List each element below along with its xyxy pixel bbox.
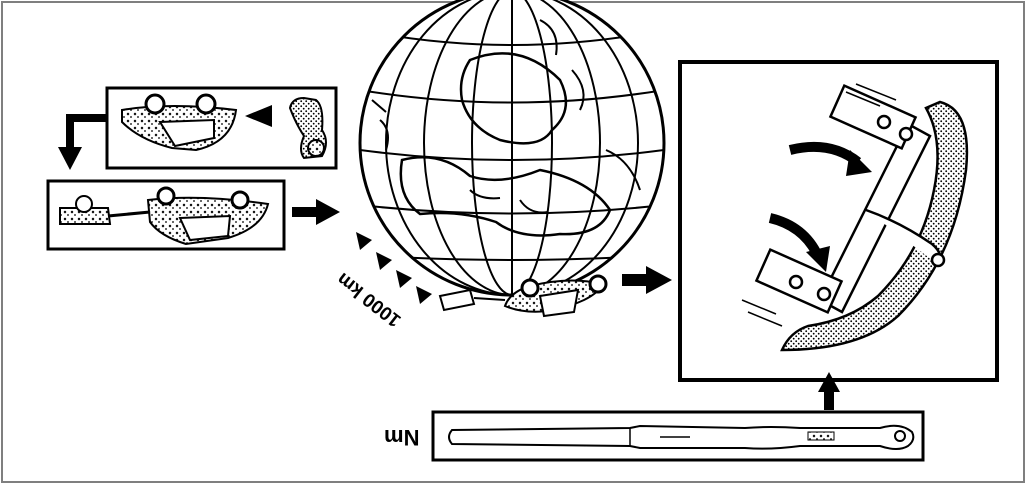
distance-arrows: [356, 232, 432, 304]
elbow-arrow: [66, 114, 107, 150]
car-icon: [438, 274, 608, 318]
arrow-icon: [818, 372, 840, 410]
wheel-hub-panel: [678, 60, 999, 382]
torque-wrench-panel: [431, 410, 925, 462]
wheel-hub-icon: [754, 83, 946, 315]
loaded-truck-panel: [46, 179, 286, 251]
arrow-icon: [292, 199, 340, 225]
globe-icon: [358, 0, 666, 297]
tire-icon: [780, 100, 969, 352]
arrow-icon: [622, 266, 672, 294]
arrow-icon: [806, 246, 830, 272]
truck-panel: [105, 86, 338, 170]
truck-icon: [288, 96, 327, 160]
motion-lines: [741, 83, 897, 327]
torque-unit-label: Nm: [384, 425, 420, 450]
arrow-icon: [58, 147, 82, 170]
car-icon: [121, 93, 238, 152]
torque-wrench-icon: [448, 424, 915, 450]
truck-icon: [59, 186, 270, 246]
arrow-icon: [846, 150, 872, 176]
arrow-icon: [245, 105, 272, 127]
